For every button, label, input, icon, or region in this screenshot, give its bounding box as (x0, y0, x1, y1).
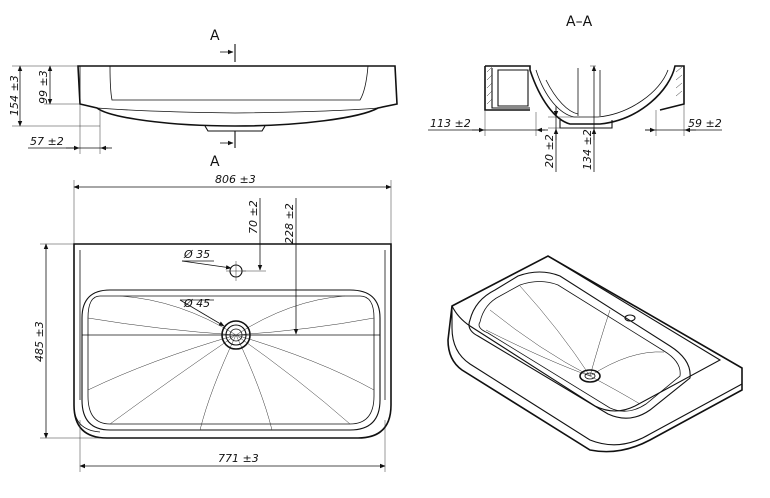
section-title: A–A (566, 14, 593, 30)
dim-depth-overall: 485 ±3 (33, 321, 46, 362)
dim-height-total: 154 ±3 (8, 75, 21, 116)
dim-drain-hole: Ø 45 (183, 297, 210, 310)
section-mark-bottom: A (210, 154, 220, 170)
dim-height-bowl: 99 ±3 (37, 70, 50, 104)
dim-bowl-depth: 134 ±2 (581, 129, 594, 170)
plan-view: 806 ±3 Ø 35 Ø 45 (33, 173, 392, 472)
dim-overhang: 57 ±2 (30, 135, 64, 148)
dim-width-overall: 806 ±3 (215, 173, 256, 186)
dim-width-base: 771 ±3 (218, 452, 259, 465)
section-view: A–A 113 ±2 59 ±2 20 ±2 (428, 14, 722, 172)
dim-section-left: 113 ±2 (430, 117, 471, 130)
side-view: A A 154 ±3 99 ±3 57 ±2 (8, 28, 398, 170)
dim-tap-offset: 70 ±2 (247, 200, 260, 234)
isometric-view (447, 255, 743, 453)
dim-drain-offset: 228 ±2 (283, 203, 296, 244)
dim-drain-height: 20 ±2 (543, 134, 556, 168)
section-mark-top: A (210, 28, 220, 44)
dim-tap-hole: Ø 35 (183, 248, 210, 261)
dim-section-right: 59 ±2 (688, 117, 722, 130)
